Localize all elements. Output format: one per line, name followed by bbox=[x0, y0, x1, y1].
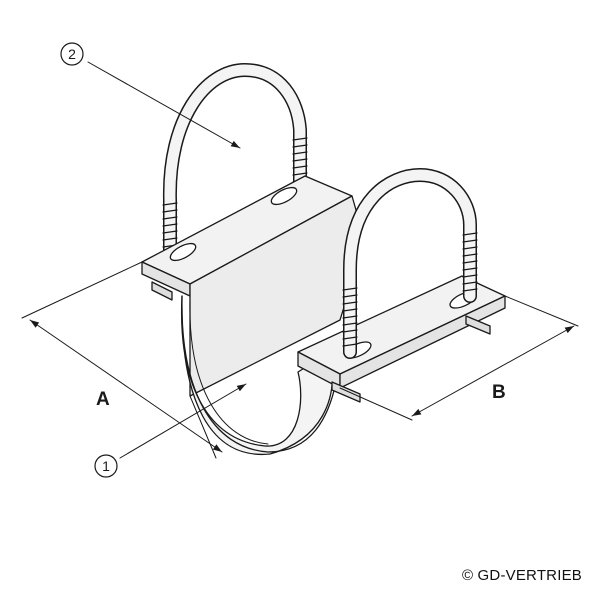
callout-part-1: 1 bbox=[94, 454, 118, 478]
leader-line-part-1 bbox=[119, 383, 247, 459]
callout-part-1-number: 1 bbox=[102, 458, 110, 474]
u-bolt-back bbox=[162, 63, 308, 275]
dimension-a-label: A bbox=[96, 389, 110, 410]
thread-right-front bbox=[462, 232, 478, 292]
thread-left-front bbox=[342, 287, 358, 347]
callout-part-2: 2 bbox=[60, 42, 84, 66]
dimension-b-label: B bbox=[492, 382, 506, 403]
leader-line-part-2 bbox=[87, 61, 241, 149]
saddle-plate-back bbox=[141, 175, 357, 397]
u-bolt-front bbox=[342, 168, 478, 359]
callout-part-2-number: 2 bbox=[68, 46, 76, 62]
copyright-notice: © GD-VERTRIEB bbox=[461, 567, 582, 584]
dimension-b bbox=[339, 295, 579, 421]
dimension-a bbox=[21, 261, 223, 459]
